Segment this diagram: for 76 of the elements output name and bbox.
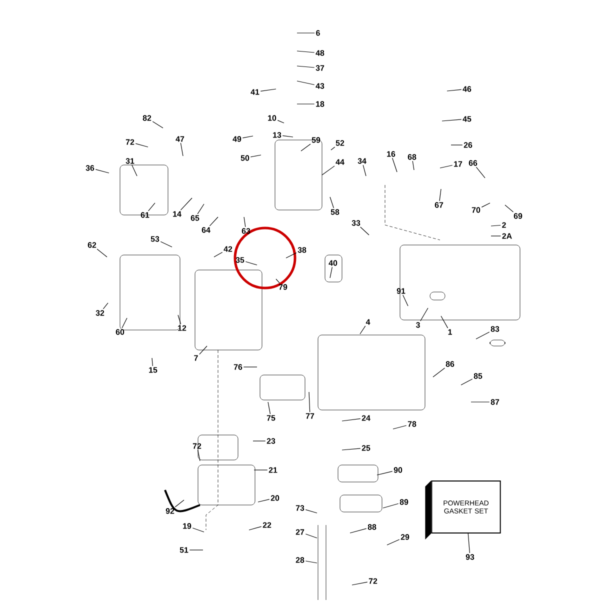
- leader-line: [476, 166, 486, 178]
- leader-line: [180, 142, 184, 156]
- leader-line: [504, 204, 514, 212]
- leader-line: [243, 366, 258, 368]
- leader-line: [440, 164, 453, 168]
- leader-line: [244, 216, 246, 228]
- leader-line: [392, 158, 398, 172]
- leader-line: [300, 144, 311, 152]
- leader-line: [432, 368, 446, 378]
- leader-line: [440, 316, 448, 328]
- leader-line: [102, 302, 108, 310]
- leader-line: [330, 266, 332, 278]
- leader-line: [342, 448, 361, 450]
- leader-line: [342, 418, 361, 422]
- leader-line: [122, 318, 128, 328]
- leader-line: [490, 224, 501, 226]
- leader-line: [350, 528, 367, 534]
- leader-line: [258, 499, 270, 502]
- leader-line: [178, 314, 182, 324]
- leader-line: [268, 402, 271, 414]
- leader-line: [192, 528, 204, 532]
- leader-line: [277, 120, 284, 124]
- leader-line: [160, 241, 172, 248]
- leader-line: [386, 539, 400, 546]
- leader-line: [442, 119, 462, 122]
- leader-line: [360, 226, 370, 236]
- leader-line: [180, 198, 192, 210]
- leader-line: [362, 164, 366, 176]
- leader-line: [209, 216, 218, 226]
- leader-line: [412, 160, 414, 170]
- leader-line: [135, 143, 148, 148]
- leader-line: [420, 308, 428, 322]
- leader-line: [132, 164, 138, 176]
- leader-line: [376, 471, 393, 476]
- leader-line: [305, 560, 318, 564]
- leader-line: [152, 358, 153, 366]
- leader-line: [392, 425, 407, 430]
- leader-line: [95, 169, 110, 174]
- leader-line: [286, 252, 297, 258]
- leader-line: [450, 144, 463, 146]
- leader-line: [322, 166, 335, 176]
- leader-line: [260, 88, 276, 92]
- leader-line: [282, 135, 294, 138]
- leader-line: [305, 534, 318, 538]
- leader-line: [439, 188, 442, 202]
- leader-line: [330, 196, 334, 208]
- leader-line: [308, 392, 310, 412]
- leader-line: [330, 146, 336, 150]
- leader-line: [148, 202, 156, 212]
- leader-line: [198, 450, 200, 462]
- leader-line: [197, 204, 204, 214]
- leader-line: [460, 378, 473, 386]
- leader-line: [250, 154, 262, 158]
- leader-line: [296, 66, 315, 68]
- leader-line: [402, 294, 408, 306]
- leader-line: [481, 202, 490, 208]
- leader-line: [446, 89, 462, 92]
- leader-line: [468, 533, 470, 554]
- leader-line: [305, 509, 318, 514]
- leader-line: [476, 332, 490, 340]
- leader-line: [296, 80, 315, 86]
- leader-line: [242, 136, 254, 138]
- leader-line: [360, 326, 366, 334]
- leader-line: [214, 252, 223, 258]
- leader-line: [245, 261, 258, 266]
- leader-line: [296, 50, 315, 53]
- leader-line: [199, 346, 208, 355]
- leader-line: [152, 121, 164, 128]
- leader-line: [248, 526, 262, 530]
- leader-line: [382, 503, 399, 508]
- leader-line: [96, 248, 108, 258]
- leader-line: [174, 500, 184, 508]
- leader-line: [296, 32, 315, 34]
- leader-line: [276, 278, 280, 284]
- leader-line: [252, 440, 266, 442]
- leader-line: [352, 582, 368, 586]
